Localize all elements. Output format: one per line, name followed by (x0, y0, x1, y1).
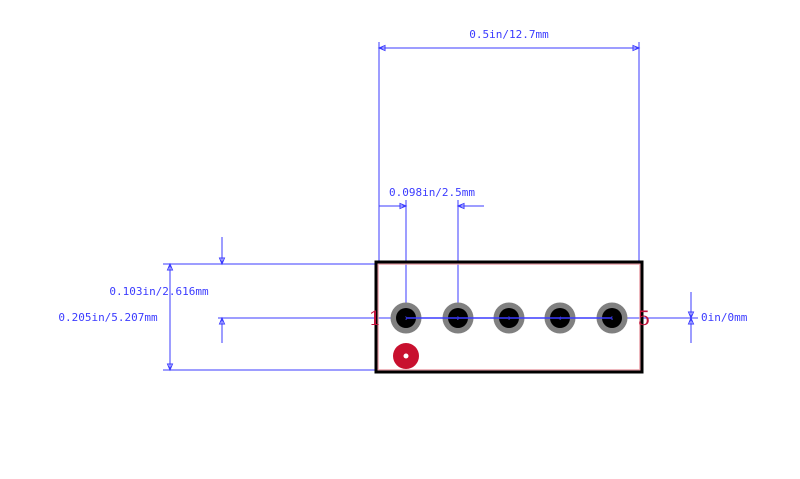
pin-label-last: 5 (638, 306, 651, 330)
pin1-marker (393, 343, 419, 369)
pin-label-first: 1 (369, 306, 382, 330)
svg-text:5: 5 (611, 316, 614, 321)
courtyard-outline (377, 263, 641, 371)
pitch-dimension (379, 200, 484, 318)
edge-to-pin-dimension-label: 0.103in/2.616mm (109, 285, 209, 298)
height-dimension (163, 262, 376, 372)
width-dimension-label: 0.5in/12.7mm (469, 28, 549, 41)
width-dimension (377, 42, 641, 262)
body-outline (374, 260, 644, 374)
height-dimension-label: 0.205in/5.207mm (58, 311, 158, 324)
pitch-dimension-label: 0.098in/2.5mm (389, 186, 475, 199)
offset-dimension-label: 0in/0mm (701, 311, 748, 324)
